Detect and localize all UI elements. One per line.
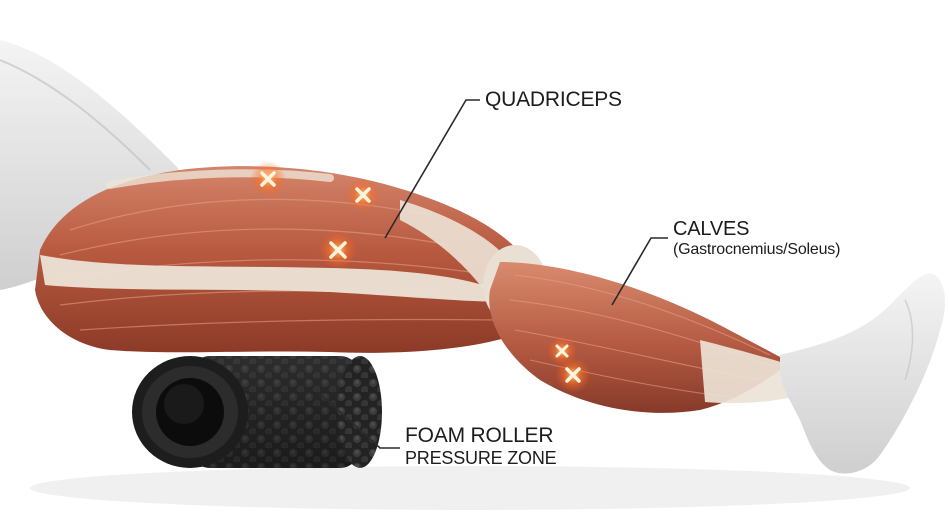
foam-roller-label-group: FOAM ROLLER PRESSURE ZONE [405,424,557,468]
trigger-point-icon [319,231,357,269]
quadriceps-label: QUADRICEPS [485,88,622,111]
foot-skin [780,273,946,474]
calves-label-group: CALVES (Gastrocnemius/Soleus) [673,218,840,259]
calves-label: CALVES [673,218,750,240]
achilles-tendon [700,340,800,404]
foam-roller-label: FOAM ROLLER [405,424,554,447]
foam-roller-leader-line [317,391,400,449]
pressure-zone-label: PRESSURE ZONE [405,447,557,468]
calves-leader-line [611,237,668,306]
trigger-point-icon [346,178,380,212]
trigger-point-icon [250,161,286,197]
calves-sublabel: (Gastrocnemius/Soleus) [673,241,841,259]
floor-shadow [30,466,910,510]
quadriceps-leader-line [384,99,480,239]
foam-roller [132,356,382,468]
trigger-points [250,161,591,393]
it-band-tendon [40,255,520,302]
leader-lines [317,99,668,449]
trigger-point-icon [555,357,591,393]
